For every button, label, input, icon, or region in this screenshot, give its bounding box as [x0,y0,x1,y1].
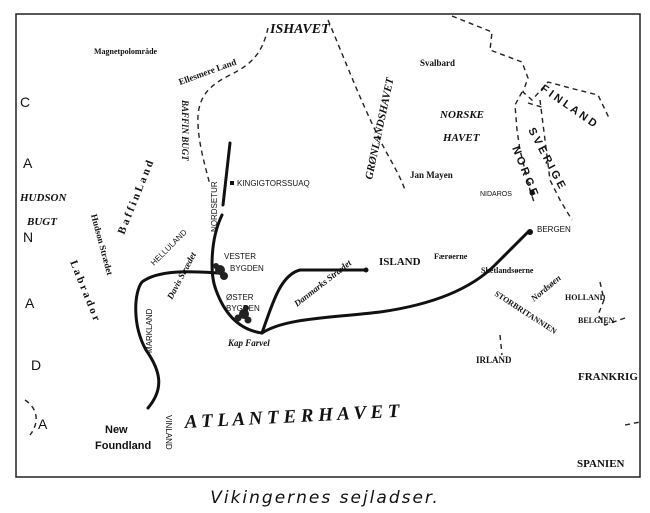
label-norske: NORSKE [439,109,484,121]
label-canada-a3: A [38,416,48,432]
label-vester-bygden: BYGDEN [230,264,264,273]
label-hudson: HUDSON [19,192,68,204]
label-oster: ØSTER [226,293,254,302]
label-ishavet: ISHAVET [269,22,331,37]
label-nidaros: NIDAROS [480,191,512,198]
label-markland: MARKLAND [145,308,154,353]
label-canada-c: C [20,94,30,110]
label-storbritannien: STORBRITANNIEN [493,289,559,336]
osterbygden-settlement-icon [234,305,252,324]
greenland-coast-dashed [197,27,269,186]
label-magnetpolomraade: Magnetpolområde [94,47,158,56]
map-caption: Vikingernes sejladser. [210,488,440,508]
label-kap-farvel: Kap Farvel [227,338,270,348]
label-jan-mayen: Jan Mayen [410,170,453,180]
label-frankrig: FRANKRIG [578,371,638,383]
bergen-dot [527,229,533,235]
label-baffin-land: B a f f i n L a n d [116,159,157,236]
label-davis-straedet: Davis Strædet [164,250,198,302]
ireland-coast [499,334,503,356]
label-faeroerne: Færøerne [434,252,468,261]
label-vinland: VINLAND [164,415,173,450]
label-hudson-straedet: Hudson Strædet [89,213,115,276]
label-nordsetur: NORDSETUR [210,181,219,232]
label-havet: HAVET [442,132,481,144]
label-spanien: SPANIEN [577,458,625,470]
finland-border [451,15,611,121]
label-nordsoen: Nordsøen [528,273,563,304]
route-greenland-coast [210,213,264,335]
norway-sweden-border [539,99,573,221]
label-bugt: BUGT [26,216,58,228]
holland-belgium-border [597,281,626,326]
route-iceland [260,268,368,335]
spain-coast [624,421,641,426]
label-norge: N O R G E [509,145,540,198]
map-frame [15,13,641,478]
label-foundland: Foundland [95,440,151,452]
label-new: New [105,424,128,436]
label-canada-a2: A [25,295,35,311]
route-nordsetur [221,141,232,207]
route-norway [260,230,530,335]
label-vester: VESTER [224,252,256,261]
canada-coast [24,399,37,436]
sweden-finland-border [527,102,546,109]
label-shetlandsoerne: Shetlandsøerne [481,266,534,275]
label-canada-a: A [23,155,33,171]
label-gronlandshavet: GRØNLANDSHAVET [363,75,397,180]
label-bergen: BERGEN [537,225,571,234]
label-labrador: L a b r a d o r [67,259,102,323]
label-danmarks-straedet: Danmarks Strædet [291,257,353,309]
label-ellesmere-land: Ellesmere Land [177,57,237,87]
iceland-dot [363,267,369,273]
label-irland: IRLAND [476,355,512,365]
greenland-sea-border [327,19,406,191]
label-canada-d: D [31,357,41,373]
vesterbygden-settlement-icon [213,263,228,280]
label-canada-n: N [23,229,33,245]
kingigtorssuaq-dot [230,181,234,185]
label-oster-bygden: BYGDEN [226,304,260,313]
route-vinland [134,270,220,410]
label-island: ISLAND [379,256,421,268]
nidaros-dot [529,190,535,196]
label-baffin-bugt: BAFFIN BUGT [180,99,190,161]
label-kingigtorssuaq: KINGIGTORSSUAQ [237,179,310,188]
label-finland: F I N L A N D [538,83,599,130]
label-holland: HOLLAND [565,293,606,302]
label-svalbard: Svalbard [420,58,455,68]
label-belgien: BELGIEN [578,316,615,325]
label-atlanterhavet: A T L A N T E R H A V E T [183,401,401,433]
